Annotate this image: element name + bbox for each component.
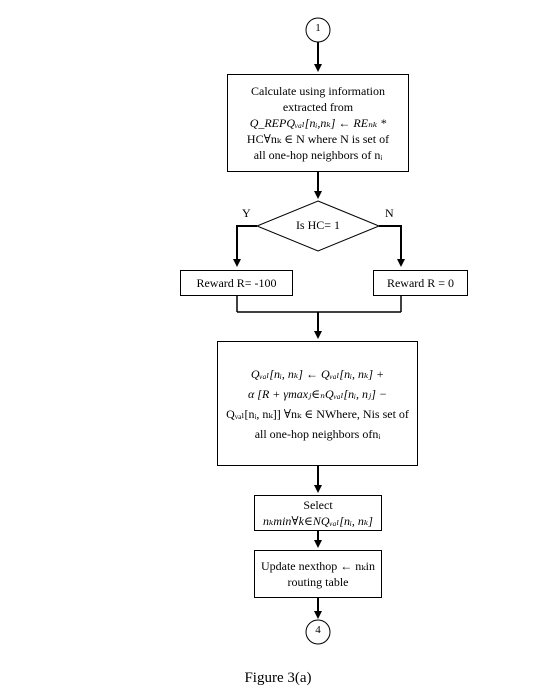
calculate-line: Calculate using information xyxy=(251,84,385,98)
figure-caption: Figure 3(a) xyxy=(244,670,312,686)
q-update-box: Qᵥₐₗ[nᵢ, nₖ] ← Qᵥₐₗ[nᵢ, nₖ] + α [R + γma… xyxy=(217,341,418,466)
select-line: Select xyxy=(303,498,333,512)
calculate-line: all one-hop neighbors of nᵢ xyxy=(253,148,383,162)
select-line: nₖmin∀k∈NQᵥₐₗ[nᵢ, nₖ] xyxy=(263,514,373,528)
reward-zero-box: Reward R = 0 xyxy=(373,270,468,296)
arrow-decision-no xyxy=(379,225,405,267)
q-update-line: all one-hop neighbors ofnᵢ xyxy=(254,426,381,441)
decision-diamond xyxy=(255,200,381,252)
q-update-line: Qᵥₐₗ[nᵢ, nₖ]] ∀nₖ ∈ NWhere, Nis set of xyxy=(226,406,409,421)
decision-no-label: N xyxy=(385,206,394,220)
decision-yes-label: Y xyxy=(242,206,251,220)
calculate-line: Q_REPQᵥₐₗ[nᵢ,nₖ] ← REₙₖ * xyxy=(249,116,387,130)
end-connector-circle xyxy=(305,619,331,645)
reward-zero-text: Reward R = 0 xyxy=(386,276,455,290)
reward-negative-box: Reward R= -100 xyxy=(180,270,293,296)
calculate-line: HC∀nₖ ∈ N where N is set of xyxy=(246,132,390,146)
decision-question: Is HC= 1 xyxy=(295,218,341,232)
q-update-line: Qᵥₐₗ[nᵢ, nₖ] ← Qᵥₐₗ[nᵢ, nₖ] + xyxy=(250,366,385,381)
nexthop-box: Update nexthop ← nₖin routing table xyxy=(254,550,382,598)
calculate-box: Calculate using information extracted fr… xyxy=(227,74,409,172)
end-connector-label: 4 xyxy=(315,624,321,636)
nexthop-line: Update nexthop ← nₖin xyxy=(260,559,376,573)
q-update-line: α [R + γmaxⱼ∈ₙQᵥₐₗ[nᵢ, nⱼ] − xyxy=(248,386,387,401)
reward-negative-text: Reward R= -100 xyxy=(196,276,277,290)
select-box: Select nₖmin∀k∈NQᵥₐₗ[nᵢ, nₖ] xyxy=(254,495,382,531)
nexthop-line: routing table xyxy=(287,575,349,589)
start-connector-label: 1 xyxy=(315,22,321,34)
arrow-decision-yes xyxy=(233,225,257,267)
calculate-line: extracted from xyxy=(282,100,354,114)
